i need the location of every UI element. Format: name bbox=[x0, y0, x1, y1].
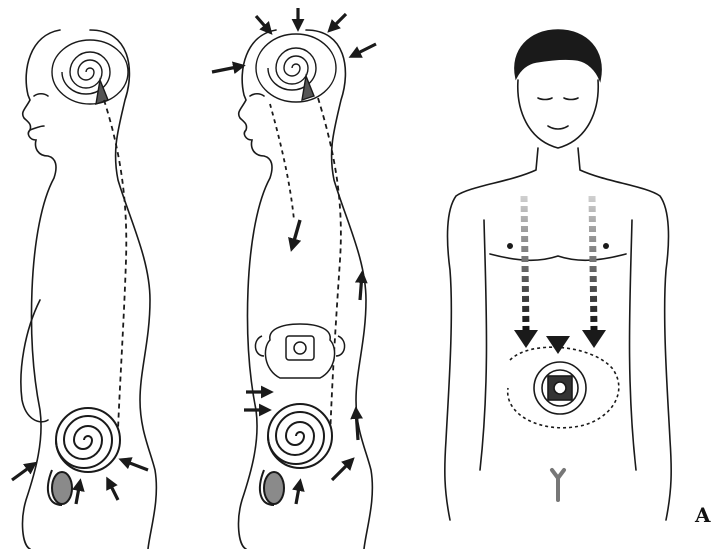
arrow bbox=[332, 460, 352, 480]
right-down-arrows bbox=[524, 196, 594, 336]
arrow bbox=[356, 410, 358, 440]
arrow bbox=[212, 66, 242, 72]
middle-side-arrows bbox=[244, 274, 362, 504]
right-navel-swirl bbox=[508, 347, 619, 428]
middle-pot-vessel bbox=[255, 324, 344, 378]
arrow bbox=[76, 482, 80, 504]
middle-figure bbox=[239, 30, 373, 549]
arrow bbox=[296, 482, 300, 504]
left-brain-spiral bbox=[52, 40, 128, 104]
middle-front-channel bbox=[270, 104, 294, 220]
right-nipple-left bbox=[507, 243, 513, 249]
arrow bbox=[352, 44, 376, 56]
arrow bbox=[122, 460, 148, 470]
arrow bbox=[12, 464, 34, 480]
middle-brain-spiral bbox=[256, 34, 336, 102]
right-nipple-right bbox=[603, 243, 609, 249]
right-figure bbox=[445, 30, 671, 520]
left-lower-spiral bbox=[48, 408, 120, 505]
arrow bbox=[330, 14, 346, 30]
arrow bbox=[256, 16, 270, 32]
right-hair bbox=[515, 30, 601, 80]
left-face-eye bbox=[34, 94, 48, 96]
arrow bbox=[592, 196, 594, 330]
arrow bbox=[524, 196, 526, 330]
left-body-outline bbox=[23, 30, 60, 549]
middle-front-down-arrow bbox=[292, 220, 300, 248]
arrow bbox=[108, 480, 118, 500]
right-face bbox=[518, 80, 598, 148]
middle-back-channel bbox=[318, 98, 341, 440]
arrow bbox=[360, 274, 362, 300]
middle-lower-spiral bbox=[260, 404, 332, 505]
panel-label: A bbox=[694, 503, 711, 527]
